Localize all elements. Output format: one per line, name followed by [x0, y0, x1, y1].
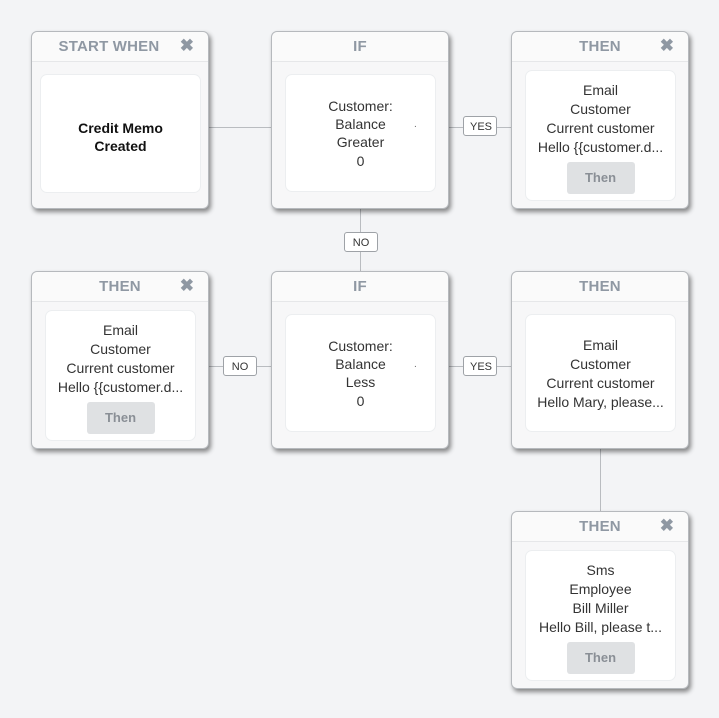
- condition-operator: Greater: [336, 134, 385, 150]
- card-title: THEN: [579, 278, 621, 295]
- then-button[interactable]: Then: [86, 402, 155, 434]
- condition-field: Balance: [335, 356, 386, 372]
- action-recipient: Current customer: [546, 375, 655, 391]
- card-title: START WHEN: [58, 38, 160, 55]
- then-card[interactable]: THEN ✖ Email Customer Current customer H…: [511, 31, 689, 209]
- connector-then2-then3: [600, 449, 601, 511]
- card-title: THEN: [579, 518, 621, 535]
- action-target: Employee: [569, 581, 632, 597]
- if-card[interactable]: IF Customer: Balance Greater 0 .: [271, 31, 449, 209]
- if-card[interactable]: IF Customer: Balance Less 0 .: [271, 271, 449, 449]
- condition-value: 0: [356, 153, 365, 169]
- action-recipient: Bill Miller: [572, 600, 629, 616]
- trigger-name-line: Credit Memo: [78, 120, 163, 136]
- card-header: THEN ✖: [512, 32, 688, 62]
- card-title: IF: [353, 38, 367, 55]
- action-target: Customer: [570, 356, 631, 372]
- card-header: START WHEN ✖: [32, 32, 208, 62]
- card-header: IF: [272, 272, 448, 302]
- dot-marker: .: [414, 359, 417, 370]
- then-card[interactable]: THEN ✖ Sms Employee Bill Miller Hello Bi…: [511, 511, 689, 689]
- action-type: Email: [582, 82, 618, 98]
- condition-field: Customer:: [328, 98, 393, 114]
- card-body[interactable]: Customer: Balance Greater 0 .: [285, 74, 436, 192]
- connector-start-if1: [209, 127, 271, 128]
- then-card[interactable]: THEN ✖ Email Customer Current customer H…: [31, 271, 209, 449]
- condition-field: Balance: [335, 116, 386, 132]
- close-icon[interactable]: ✖: [179, 36, 194, 55]
- action-type: Sms: [586, 562, 615, 578]
- start-when-card[interactable]: START WHEN ✖ Credit Memo Created: [31, 31, 209, 209]
- action-message: Hello Mary, please...: [537, 394, 664, 410]
- then-button[interactable]: Then: [566, 642, 635, 674]
- then-button[interactable]: Then: [566, 162, 635, 194]
- card-body[interactable]: Credit Memo Created: [40, 74, 201, 193]
- action-target: Customer: [90, 341, 151, 357]
- condition-field: Customer:: [328, 338, 393, 354]
- no-label[interactable]: NO: [344, 232, 378, 252]
- close-icon[interactable]: ✖: [659, 36, 674, 55]
- action-recipient: Current customer: [66, 360, 175, 376]
- card-title: THEN: [579, 38, 621, 55]
- card-body[interactable]: Customer: Balance Less 0 .: [285, 314, 436, 432]
- card-title: IF: [353, 278, 367, 295]
- card-body[interactable]: Email Customer Current customer Hello {{…: [45, 310, 196, 441]
- action-recipient: Current customer: [546, 120, 655, 136]
- dot-marker: .: [414, 119, 417, 130]
- card-header: THEN: [512, 272, 688, 302]
- card-header: IF: [272, 32, 448, 62]
- action-type: Email: [582, 337, 618, 353]
- condition-value: 0: [356, 393, 365, 409]
- close-icon[interactable]: ✖: [179, 276, 194, 295]
- action-target: Customer: [570, 101, 631, 117]
- yes-label[interactable]: YES: [463, 356, 497, 376]
- card-body[interactable]: Email Customer Current customer Hello Ma…: [525, 314, 676, 432]
- action-message: Hello Bill, please t...: [539, 619, 662, 635]
- action-type: Email: [102, 322, 138, 338]
- condition-operator: Less: [345, 374, 376, 390]
- card-body[interactable]: Sms Employee Bill Miller Hello Bill, ple…: [525, 550, 676, 681]
- trigger-name-line: Created: [94, 138, 147, 154]
- yes-label[interactable]: YES: [463, 116, 497, 136]
- card-body[interactable]: Email Customer Current customer Hello {{…: [525, 70, 676, 201]
- card-header: THEN ✖: [32, 272, 208, 302]
- then-card[interactable]: THEN Email Customer Current customer Hel…: [511, 271, 689, 449]
- close-icon[interactable]: ✖: [659, 516, 674, 535]
- action-message: Hello {{customer.d...: [57, 379, 184, 395]
- card-title: THEN: [99, 278, 141, 295]
- no-label[interactable]: NO: [223, 356, 257, 376]
- card-header: THEN ✖: [512, 512, 688, 542]
- action-message: Hello {{customer.d...: [537, 139, 664, 155]
